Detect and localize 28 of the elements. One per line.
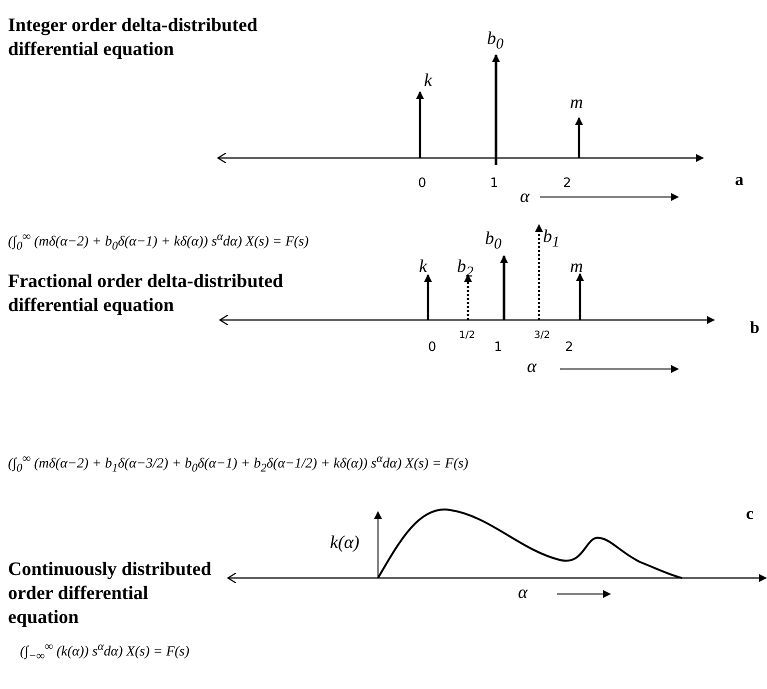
panel-letter: b <box>750 318 760 338</box>
tick-label: 0 <box>428 340 436 355</box>
axis-label: k(α) <box>330 532 360 553</box>
tick-label: 1 <box>494 340 502 355</box>
panel-letter: a <box>735 170 744 190</box>
heading: Continuously distributed order differential equation <box>8 558 212 630</box>
impulse-label: k <box>424 70 432 91</box>
impulse-label: m <box>570 256 583 277</box>
axis-label: α <box>527 356 536 377</box>
heading: Fractional order delta-distributed differential equation <box>8 270 284 318</box>
impulse-label: b$_{1}$ <box>543 226 560 252</box>
tick-label: 1 <box>490 176 498 191</box>
tick-label: 2 <box>565 340 574 355</box>
tick-label: 1/2 <box>459 330 476 341</box>
tick-label: 2 <box>563 176 572 191</box>
axis-label: α <box>518 582 528 603</box>
tick-label: 3/2 <box>534 330 550 341</box>
equation: (∫$_{−∞}$$^{∞}$ (k(α)) s$^{α}$dα) X(s) = F(s) <box>20 640 190 662</box>
impulse-label: b$_{0}$ <box>485 228 502 254</box>
equation: (∫$_{0}$$^{∞}$ (mδ(α−2) + b$_{1}$δ(α−3/2) + b$_{0}$δ(α−1) + b$_{2}$δ(α−1/2) + kδ(α)) s$^{α}$dα) X(s) = F(s) <box>8 452 468 474</box>
axis-label: α <box>520 186 530 207</box>
heading: Integer order delta-distributed differential equation <box>8 14 258 62</box>
impulse-label: b$_{0}$ <box>487 28 504 54</box>
tick-label: 0 <box>418 176 426 191</box>
impulse-label: k <box>419 256 427 277</box>
impulse-label: m <box>570 92 583 113</box>
equation: (∫$_{0}$$^{∞}$ (mδ(α−2) + b$_{0}$δ(α−1) + kδ(α)) s$^{α}$dα) X(s) = F(s) <box>8 230 309 252</box>
panel-letter: c <box>746 504 754 524</box>
